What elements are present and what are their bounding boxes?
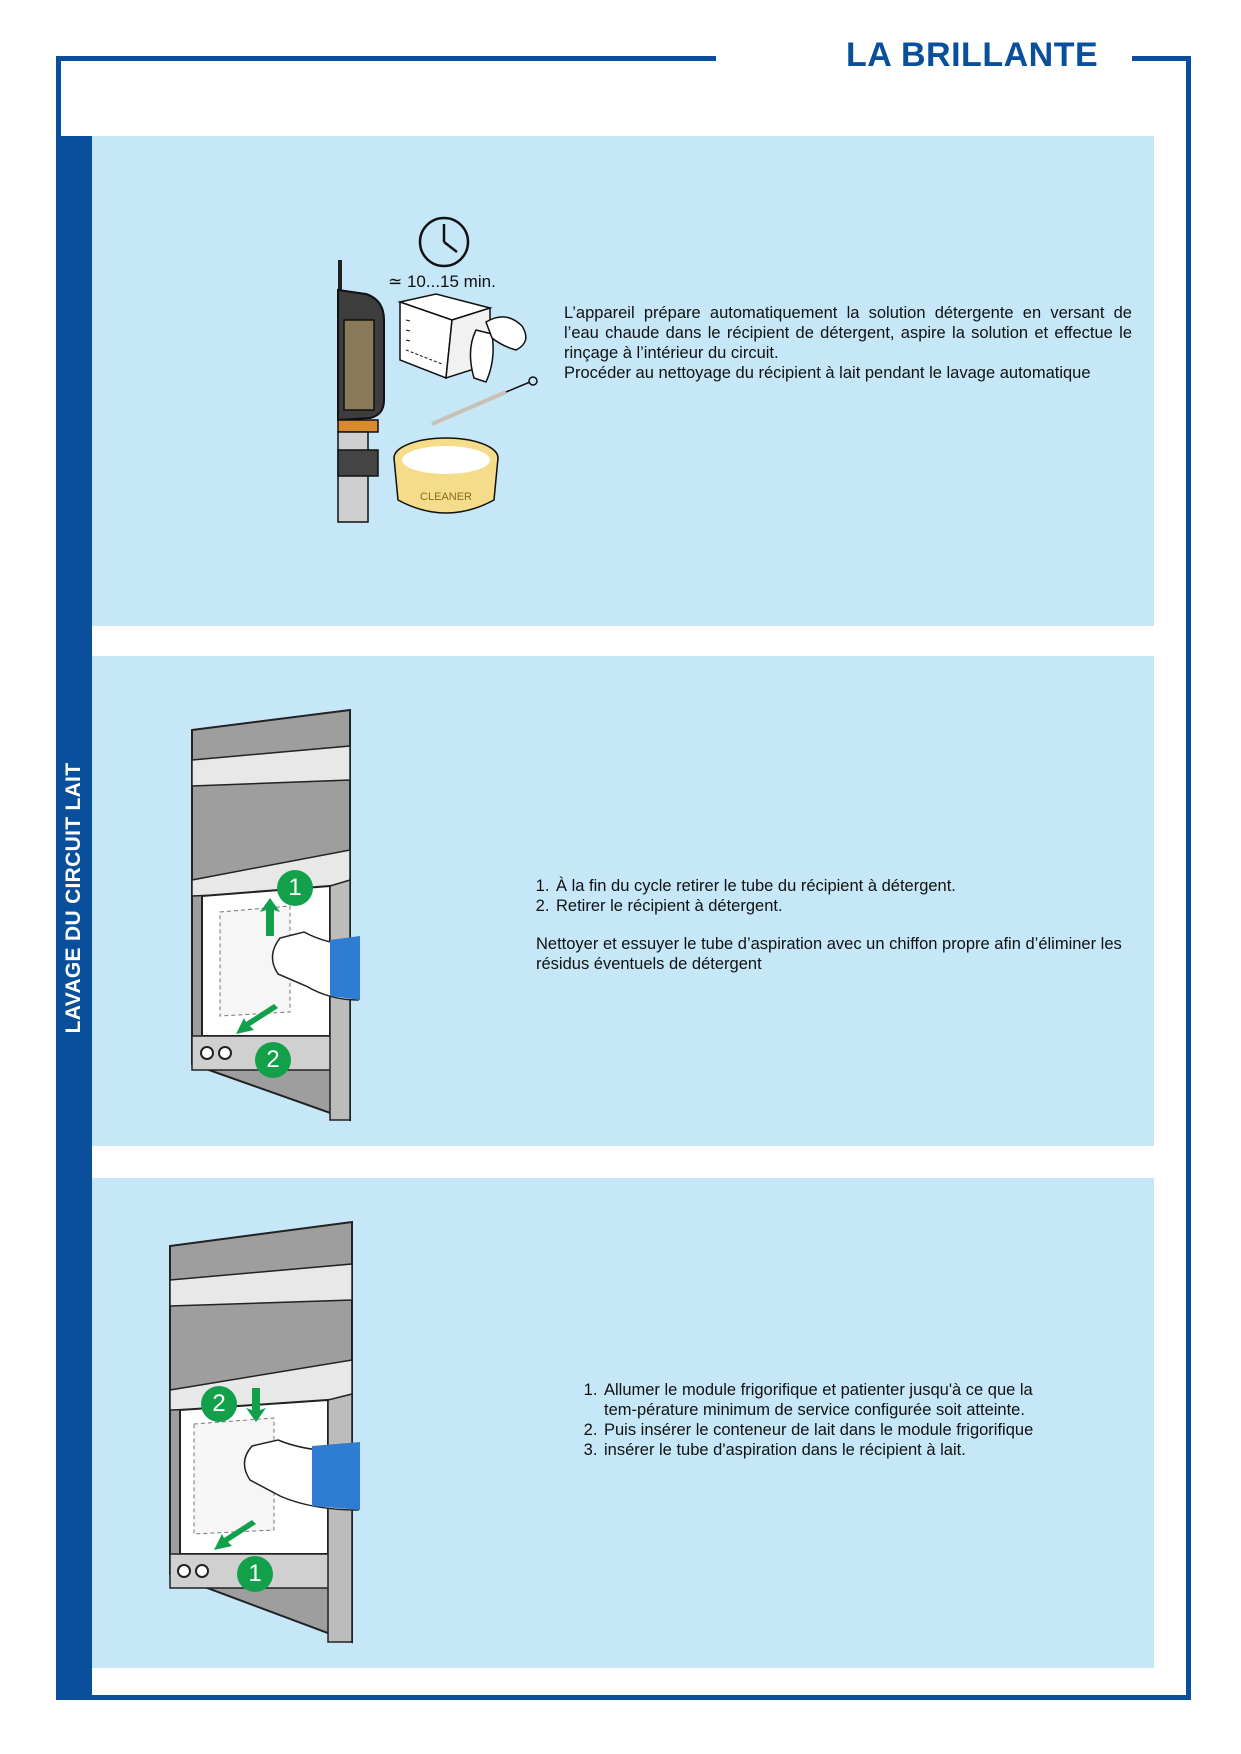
section-label: LAVAGE DU CIRCUIT LAIT [62, 762, 85, 1034]
page-title: LA BRILLANTE [846, 36, 1099, 74]
section2-step-2: Retirer le récipient à détergent. [554, 896, 1154, 916]
fridge-module-icon [169, 1220, 353, 1644]
section1-text: L’appareil prépare automatiquement la so… [564, 303, 1132, 383]
hand-icon [271, 931, 360, 1001]
frame-top-right [1132, 56, 1191, 61]
illustration-insert-milk [169, 1220, 360, 1644]
illustration-machine-and-cleaner: CLEANER [337, 216, 538, 523]
side-band [56, 136, 92, 1700]
section3-text: Allumer le module frigorifique et patien… [584, 1380, 1064, 1460]
step-marker-1: 1 [277, 870, 313, 906]
section3-step-3: insérer le tube d'aspiration dans le réc… [602, 1440, 1064, 1460]
timer-label: ≃ 10...15 min. [388, 272, 496, 291]
frame-bottom [56, 1695, 1191, 1700]
section3-step-2: Puis insérer le conteneur de lait dans l… [602, 1420, 1064, 1440]
step-marker-1: 1 [237, 1556, 273, 1592]
section3-step-1: Allumer le module frigorifique et patien… [602, 1380, 1064, 1420]
section1-note: Procéder au nettoyage du récipient à lai… [564, 364, 1091, 382]
arrow-up-icon [260, 898, 280, 936]
section1-paragraph: L’appareil prépare automatiquement la so… [564, 304, 1132, 362]
brush-icon [431, 376, 538, 426]
clock-icon [418, 216, 470, 268]
detergent-container-icon [397, 293, 493, 380]
frame-top-left [56, 56, 716, 61]
section2-step-1: À la fin du cycle retirer le tube du réc… [554, 876, 1154, 896]
section2-text: À la fin du cycle retirer le tube du réc… [536, 876, 1154, 974]
frame-right [1186, 56, 1191, 1700]
hand-with-cloth-icon [469, 316, 527, 383]
step-marker-2: 2 [255, 1042, 291, 1078]
hand-icon [243, 1439, 360, 1511]
arrow-out-icon [236, 1004, 278, 1034]
panel-automatic-wash [92, 136, 1154, 626]
step-marker-2: 2 [201, 1386, 237, 1422]
arrow-in-icon [214, 1520, 256, 1550]
cleaner-tub-icon: CLEANER [393, 437, 499, 514]
section2-note: Nettoyer et essuyer le tube d’aspiration… [536, 935, 1122, 973]
coffee-machine-icon [337, 260, 385, 523]
arrow-down-icon [246, 1388, 266, 1422]
cleaner-label: CLEANER [420, 491, 472, 503]
